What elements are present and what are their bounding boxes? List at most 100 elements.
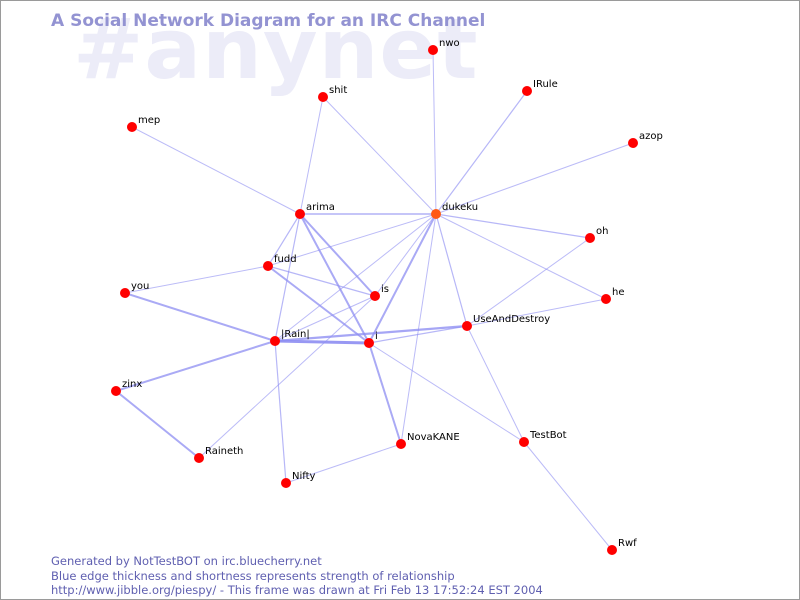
node-dot: [585, 233, 595, 243]
edge-useanddestroy-testbot: [466, 325, 525, 443]
node-label: Nifty: [292, 471, 316, 482]
node-label: i: [375, 331, 378, 342]
node-dot: [522, 86, 532, 96]
node-dot: [428, 45, 438, 55]
edge-i-novakane: [368, 342, 402, 445]
edge-you-rain: [124, 292, 276, 342]
edge-shit-dukeku: [322, 96, 437, 215]
node-label: shit: [329, 85, 347, 96]
node-irule: IRule: [522, 79, 558, 96]
node-nwo: nwo: [428, 38, 460, 55]
node-i: i: [364, 331, 378, 348]
edge-azop-dukeku: [435, 142, 634, 215]
node-dot: [370, 291, 380, 301]
node-oh: oh: [585, 226, 608, 243]
node-label: fudd: [274, 254, 297, 265]
edge-rain-useanddestroy: [273, 324, 469, 343]
node-novakane: NovaKANE: [396, 432, 460, 449]
node-dot: [120, 288, 130, 298]
node-label: Rwf: [618, 538, 637, 549]
node-label: nwo: [439, 38, 460, 49]
edge-mep-arima: [131, 126, 301, 215]
edge-zinx-raineth: [115, 390, 200, 459]
footer-generated-by: Generated by NotTestBOT on irc.bluecherr…: [51, 554, 322, 568]
node-dot: [111, 386, 121, 396]
node-dot: [431, 209, 441, 219]
edge-arima-i: [299, 213, 370, 344]
edge-nwo-dukeku: [432, 49, 437, 215]
node-testbot: TestBot: [519, 430, 567, 447]
node-dot: [270, 336, 280, 346]
edge-is-rain: [274, 295, 376, 342]
edge-fudd-i: [267, 265, 370, 344]
node-is: is: [370, 284, 389, 301]
footer-legend: Blue edge thickness and shortness repres…: [51, 568, 455, 583]
edge-testbot-rwf: [523, 441, 613, 551]
node-dot: [396, 439, 406, 449]
footer-timestamp: http://www.jibble.org/piespy/ - This fra…: [51, 583, 543, 597]
node-dot: [194, 453, 204, 463]
node-label: oh: [596, 226, 608, 237]
node-rain: |Rain|: [270, 329, 310, 346]
edge-fudd-is: [267, 265, 376, 297]
node-dukeku: dukeku: [431, 202, 478, 219]
node-dot: [628, 138, 638, 148]
node-raineth: Raineth: [194, 446, 243, 463]
node-dot: [318, 92, 328, 102]
edge-dukeku-fudd: [267, 213, 437, 267]
channel-watermark: #anynet: [73, 0, 479, 98]
node-dot: [462, 321, 472, 331]
node-dot: [295, 209, 305, 219]
edge-arima-fudd: [267, 213, 301, 267]
edge-dukeku-useanddestroy: [435, 213, 468, 327]
node-rwf: Rwf: [607, 538, 637, 555]
edge-i-useanddestroy: [368, 325, 468, 344]
edge-rain-i: [273, 339, 371, 345]
node-label: TestBot: [529, 430, 567, 441]
node-label: Raineth: [205, 446, 243, 457]
edge-rain-zinx: [115, 340, 276, 392]
node-label: is: [381, 284, 389, 295]
edge-layer: [115, 49, 634, 551]
edge-shit-arima: [299, 96, 324, 215]
edge-dukeku-rain: [274, 213, 437, 342]
node-label: mep: [138, 115, 160, 126]
edge-dukeku-he: [435, 213, 607, 300]
node-fudd: fudd: [263, 254, 297, 271]
node-dot: [607, 545, 617, 555]
diagram-title: A Social Network Diagram for an IRC Chan…: [51, 11, 486, 31]
node-mep: mep: [127, 115, 160, 132]
node-you: you: [120, 281, 149, 298]
edge-i-testbot: [368, 342, 525, 443]
edge-fudd-you: [124, 265, 269, 294]
edge-arima-rain: [274, 213, 301, 342]
node-useanddestroy: UseAndDestroy: [462, 314, 550, 331]
edge-novakane-nifty: [285, 443, 402, 484]
node-label: NovaKANE: [407, 432, 460, 443]
node-he: he: [601, 287, 625, 304]
node-dot: [364, 338, 374, 348]
node-shit: shit: [318, 85, 347, 102]
node-dot: [127, 122, 137, 132]
node-dot: [263, 261, 273, 271]
node-label: zinx: [122, 379, 142, 390]
node-dot: [281, 478, 291, 488]
node-label: IRule: [533, 79, 558, 90]
node-label: arima: [306, 202, 335, 213]
edge-arima-is: [299, 213, 376, 297]
node-nifty: Nifty: [281, 471, 316, 488]
footer: Generated by NotTestBOT on irc.bluecherr…: [51, 554, 543, 598]
node-label: UseAndDestroy: [473, 314, 550, 325]
edge-useanddestroy-he: [466, 298, 607, 327]
edge-irule-dukeku: [435, 90, 528, 215]
edge-useanddestroy-oh: [466, 237, 591, 327]
node-arima: arima: [295, 202, 335, 219]
node-label: you: [131, 281, 149, 292]
node-dot: [519, 437, 529, 447]
edge-is-raineth: [198, 295, 376, 459]
node-dot: [601, 294, 611, 304]
edge-dukeku-i: [368, 213, 437, 344]
